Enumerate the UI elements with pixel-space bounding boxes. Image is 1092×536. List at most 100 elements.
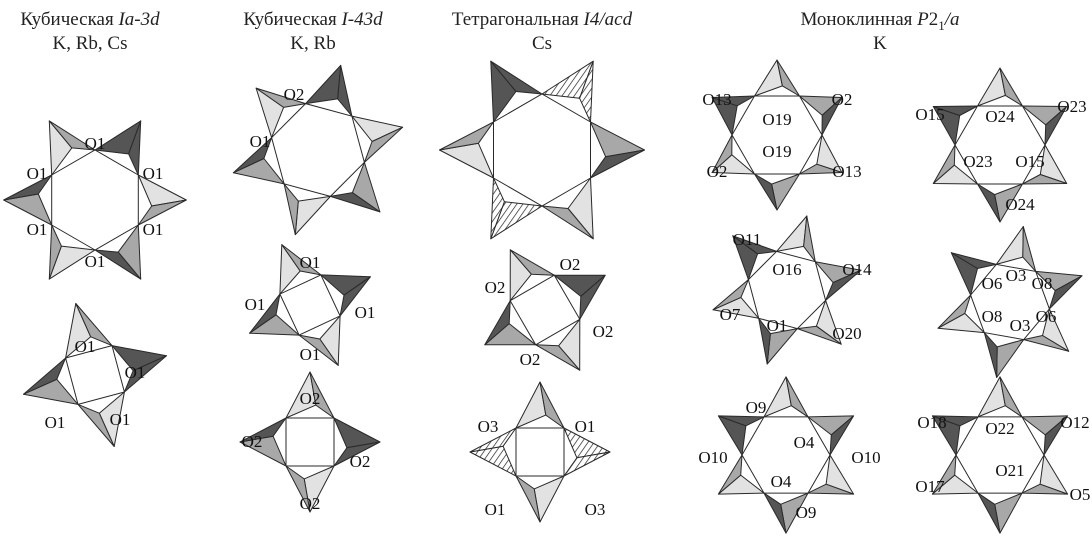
oxygen-label: O15 <box>915 105 944 124</box>
tetrahedron-face <box>590 149 645 179</box>
tetrahedron-face <box>785 376 809 418</box>
tetrahedron-face <box>1044 106 1068 146</box>
oxygen-label: O24 <box>985 107 1015 126</box>
oxygen-label: O10 <box>698 448 727 467</box>
tetrahedron-face <box>333 441 381 467</box>
tetrahedron-face <box>825 269 862 301</box>
space-group-number: 2 <box>929 9 939 30</box>
tetrahedron-face <box>776 59 800 97</box>
column-header-c3: Тетрагональная I4/acd Cs <box>452 9 633 54</box>
oxygen-label: O21 <box>995 461 1024 480</box>
column-subtitle: K, Rb, Cs <box>53 33 128 54</box>
tetrahedron-face <box>539 381 565 429</box>
ring-c3-six <box>439 60 645 240</box>
column-subtitle: K, Rb <box>290 33 335 54</box>
oxygen-label: O13 <box>702 90 731 109</box>
tetrahedron-face <box>950 252 997 269</box>
oxygen-label: O1 <box>575 417 596 436</box>
oxygen-label: O14 <box>842 260 872 279</box>
tetrahedron-face <box>469 427 517 453</box>
tetrahedron-face <box>758 317 771 365</box>
tetrahedron-face <box>932 105 978 116</box>
tetrahedron-face <box>535 344 581 371</box>
tetrahedron-face <box>298 334 339 366</box>
tetrahedron-face <box>48 224 62 280</box>
tetrahedron-face <box>1022 226 1037 272</box>
column-header-c2: Кубическая I-43d K, Rb <box>243 9 383 54</box>
tetrahedron-face <box>75 303 113 347</box>
tetrahedron-face <box>1021 483 1069 495</box>
column-title: Тетрагональная I4/acd <box>452 9 633 30</box>
oxygen-label: O1 <box>85 134 106 153</box>
tetrahedron-face <box>23 378 79 405</box>
title-pre: Тетрагональная <box>452 9 584 30</box>
oxygen-label: O1 <box>485 500 506 519</box>
tetrahedron-face <box>239 417 287 443</box>
oxygen-label: O1 <box>355 303 376 322</box>
oxygen-label: O4 <box>794 433 815 452</box>
tetrahedron-face <box>285 465 311 513</box>
tetrahedron-face <box>363 126 404 163</box>
oxygen-label: O22 <box>985 419 1014 438</box>
oxygen-label: O2 <box>520 350 541 369</box>
tetrahedron-face <box>999 376 1023 418</box>
oxygen-label: O9 <box>746 398 767 417</box>
oxygen-label: O18 <box>917 413 946 432</box>
oxygen-label: O1 <box>125 363 146 382</box>
oxygen-label: O1 <box>250 132 271 151</box>
oxygen-label: O2 <box>300 494 321 513</box>
oxygen-label: O6 <box>1036 307 1057 326</box>
oxygen-label: O15 <box>1015 152 1044 171</box>
tetrahedron-face <box>999 67 1023 107</box>
ring-opening <box>731 95 823 175</box>
oxygen-label: O2 <box>485 278 506 297</box>
title-pre: Кубическая <box>243 9 341 30</box>
column-subtitle: Cs <box>532 33 552 54</box>
oxygen-label: O1 <box>300 345 321 364</box>
oxygen-label: O9 <box>796 503 817 522</box>
tetrahedron-face <box>711 134 733 173</box>
tetrahedron-face <box>337 64 353 117</box>
tetrahedron-face <box>977 492 1001 534</box>
tetrahedron-face <box>977 183 1001 223</box>
title-pre: Моноклинная <box>800 9 917 30</box>
tetrahedron-face <box>281 244 322 276</box>
space-group-subscript: 1 <box>938 18 945 33</box>
tetrahedron-face <box>329 192 381 213</box>
oxygen-label: O16 <box>772 260 801 279</box>
oxygen-label: O23 <box>1057 97 1086 116</box>
oxygen-label: O5 <box>1070 485 1091 504</box>
tetrahedron-face <box>137 199 187 226</box>
tetrahedron-face <box>712 279 749 311</box>
space-group-tail: /a <box>944 9 960 30</box>
tetrahedron-face <box>255 87 307 108</box>
oxygen-label: O2 <box>242 432 263 451</box>
tetrahedron-face <box>509 249 555 276</box>
tetrahedron-face <box>932 144 956 184</box>
tetrahedron-face <box>763 492 787 534</box>
oxygen-label: O2 <box>284 85 305 104</box>
tetrahedron-face <box>515 475 541 523</box>
oxygen-label: O1 <box>767 316 788 335</box>
tetrahedron-face <box>305 64 342 105</box>
space-group: I4/acd <box>583 9 633 30</box>
tetrahedron-face <box>717 454 743 495</box>
oxygen-label: O24 <box>1005 195 1035 214</box>
tetrahedron-face <box>23 357 67 395</box>
oxygen-label: O1 <box>75 337 96 356</box>
tetrahedron-face <box>77 403 115 447</box>
oxygen-label: O7 <box>720 305 741 324</box>
tetrahedron-face <box>94 249 142 280</box>
oxygen-label: O2 <box>593 322 614 341</box>
oxygen-label: O19 <box>762 142 791 161</box>
tetrahedron-face <box>931 415 979 427</box>
tetrahedron-face <box>821 97 843 136</box>
